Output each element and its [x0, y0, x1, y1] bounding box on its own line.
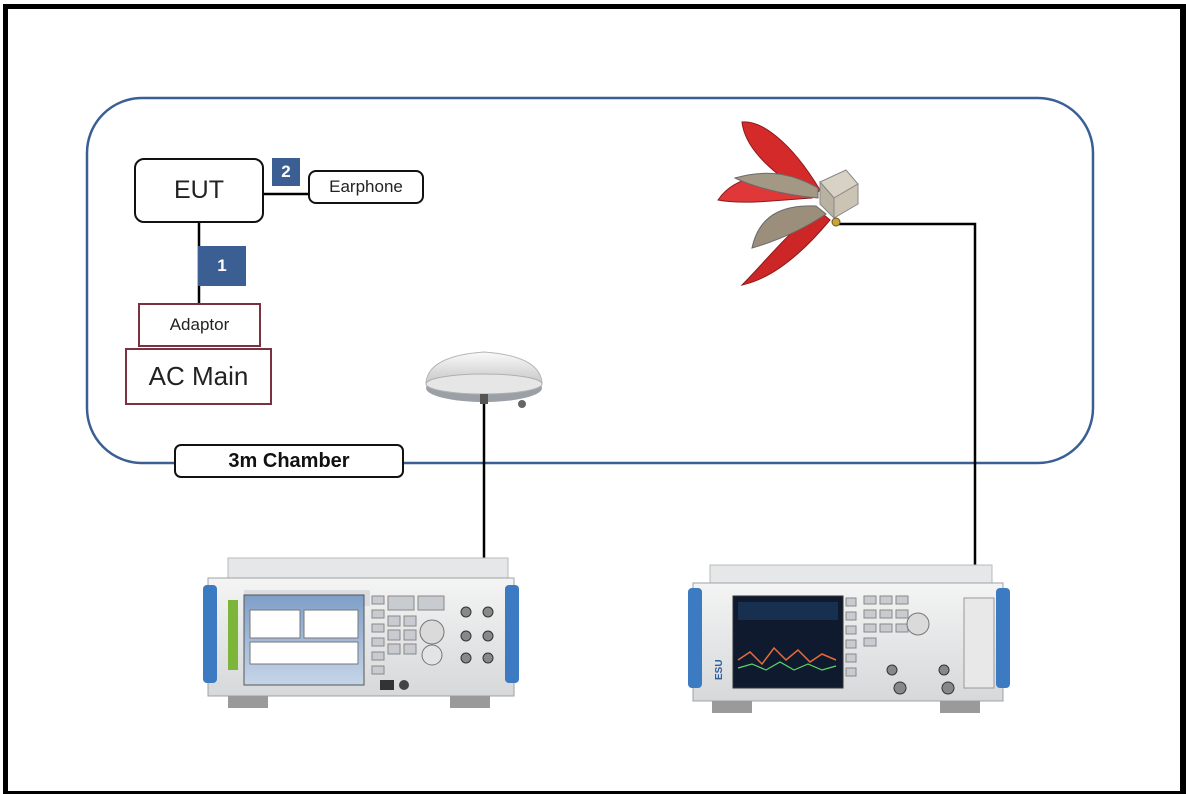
- ac-main-box: AC Main: [125, 348, 272, 405]
- earphone-box: Earphone: [308, 170, 424, 204]
- horn-antenna-icon: [717, 121, 859, 286]
- eut-box: EUT: [134, 158, 264, 223]
- earphone-label: Earphone: [329, 177, 403, 196]
- receiver-brand-mark: ESU: [714, 659, 725, 680]
- chamber-label-box: 3m Chamber: [174, 444, 404, 478]
- ac-main-label: AC Main: [148, 361, 249, 391]
- cable-badge-2: 2: [272, 158, 300, 186]
- chamber-outline: [85, 96, 1095, 465]
- cable-badge-1: 1: [198, 246, 246, 286]
- dome-antenna-icon: [425, 351, 543, 408]
- adaptor-label: Adaptor: [169, 315, 230, 334]
- horn-antenna-cable: [834, 222, 977, 680]
- cable-badge-1-label: 1: [217, 256, 227, 275]
- emi-receiver-icon: [688, 564, 1010, 713]
- eut-label: EUT: [174, 176, 224, 204]
- cable-badge-2-label: 2: [281, 162, 291, 181]
- chamber-label: 3m Chamber: [228, 449, 350, 472]
- comm-tester-icon: [203, 557, 519, 708]
- adaptor-box: Adaptor: [138, 303, 261, 347]
